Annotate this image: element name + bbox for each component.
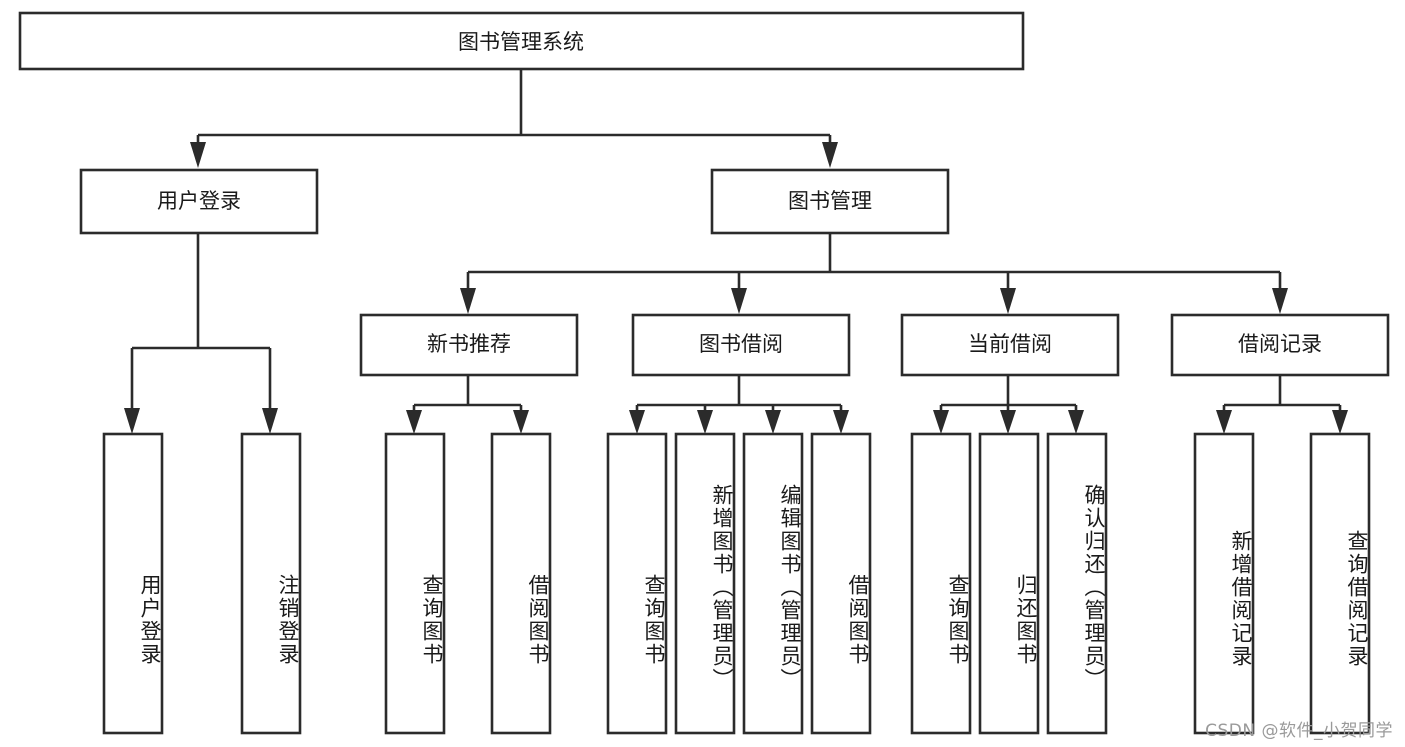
arrow-head-leaf-query-book-1	[406, 410, 422, 434]
arrow-head-book-management	[822, 142, 838, 168]
node-root[interactable]: 图书管理系统	[18, 11, 1025, 71]
node-book-management[interactable]: 图书管理	[710, 168, 950, 235]
leaf-borrow-book-1-box[interactable]	[490, 432, 552, 735]
leaf-logout-login-box[interactable]	[240, 432, 302, 735]
node-root-box[interactable]	[18, 11, 1025, 71]
node-borrow-record[interactable]: 借阅记录	[1170, 313, 1390, 377]
node-new-book-recommend-box[interactable]	[359, 313, 579, 377]
leaf-borrow-book-2-box[interactable]	[810, 432, 872, 735]
connector-book-management-to-level3	[460, 233, 1288, 314]
arrow-head-leaf-borrow-book-2	[833, 410, 849, 434]
arrow-head-user-login	[190, 142, 206, 168]
arrow-head-leaf-edit-book-admin	[765, 410, 781, 434]
node-current-borrow-box[interactable]	[900, 313, 1120, 377]
node-book-borrow[interactable]: 图书借阅	[631, 313, 851, 377]
connector-current-borrow-to-leaves	[933, 375, 1084, 434]
arrow-head-leaf-return-book	[1000, 410, 1016, 434]
leaf-add-borrow-record-box[interactable]	[1193, 432, 1255, 735]
node-borrow-record-label: 借阅记录	[1238, 332, 1322, 356]
arrow-head-book-borrow	[731, 288, 747, 314]
arrow-head-leaf-confirm-return-admin	[1068, 410, 1084, 434]
node-current-borrow-label: 当前借阅	[968, 332, 1052, 356]
arrow-head-borrow-record	[1272, 288, 1288, 314]
arrow-head-leaf-logout	[262, 408, 278, 434]
arrow-head-current-borrow	[1000, 288, 1016, 314]
leaf-query-book-3-box[interactable]	[910, 432, 972, 735]
arrow-head-leaf-add-book-admin	[697, 410, 713, 434]
connector-root-to-level2	[190, 69, 838, 168]
connector-user-login-to-leaves	[124, 233, 278, 434]
node-book-management-box[interactable]	[710, 168, 950, 235]
node-current-borrow[interactable]: 当前借阅	[900, 313, 1120, 377]
node-root-label: 图书管理系统	[458, 30, 584, 54]
connector-borrow-record-to-leaves	[1216, 375, 1348, 434]
node-book-borrow-label: 图书借阅	[699, 332, 783, 356]
leaf-query-book-2-box[interactable]	[606, 432, 668, 735]
leaf-user-login-box[interactable]	[102, 432, 164, 735]
leaf-boxes	[102, 432, 1371, 735]
arrow-head-leaf-query-book-3	[933, 410, 949, 434]
arrow-head-leaf-query-book-2	[629, 410, 645, 434]
connector-book-borrow-to-leaves	[629, 375, 849, 434]
node-user-login-label: 用户登录	[157, 189, 241, 213]
leaf-edit-book-admin-box[interactable]	[742, 432, 804, 735]
node-new-book-recommend-label: 新书推荐	[427, 332, 511, 356]
leaf-return-book-box[interactable]	[978, 432, 1040, 735]
leaf-add-book-admin-box[interactable]	[674, 432, 736, 735]
csdn-watermark: CSDN @软件_小贺同学	[1205, 721, 1393, 741]
node-new-book-recommend[interactable]: 新书推荐	[359, 313, 579, 377]
node-book-management-label: 图书管理	[788, 189, 872, 213]
arrow-head-new-book-recommend	[460, 288, 476, 314]
leaf-query-book-1-box[interactable]	[384, 432, 446, 735]
connector-new-book-to-leaves	[406, 375, 529, 434]
node-user-login[interactable]: 用户登录	[79, 168, 319, 235]
leaf-query-borrow-record-box[interactable]	[1309, 432, 1371, 735]
arrow-head-leaf-borrow-book-1	[513, 410, 529, 434]
arrow-head-leaf-add-borrow-record	[1216, 410, 1232, 434]
node-user-login-box[interactable]	[79, 168, 319, 235]
node-borrow-record-box[interactable]	[1170, 313, 1390, 377]
arrow-head-leaf-user-login	[124, 408, 140, 434]
node-book-borrow-box[interactable]	[631, 313, 851, 377]
arrow-head-leaf-query-borrow-record	[1332, 410, 1348, 434]
leaf-confirm-return-admin-box[interactable]	[1046, 432, 1108, 735]
